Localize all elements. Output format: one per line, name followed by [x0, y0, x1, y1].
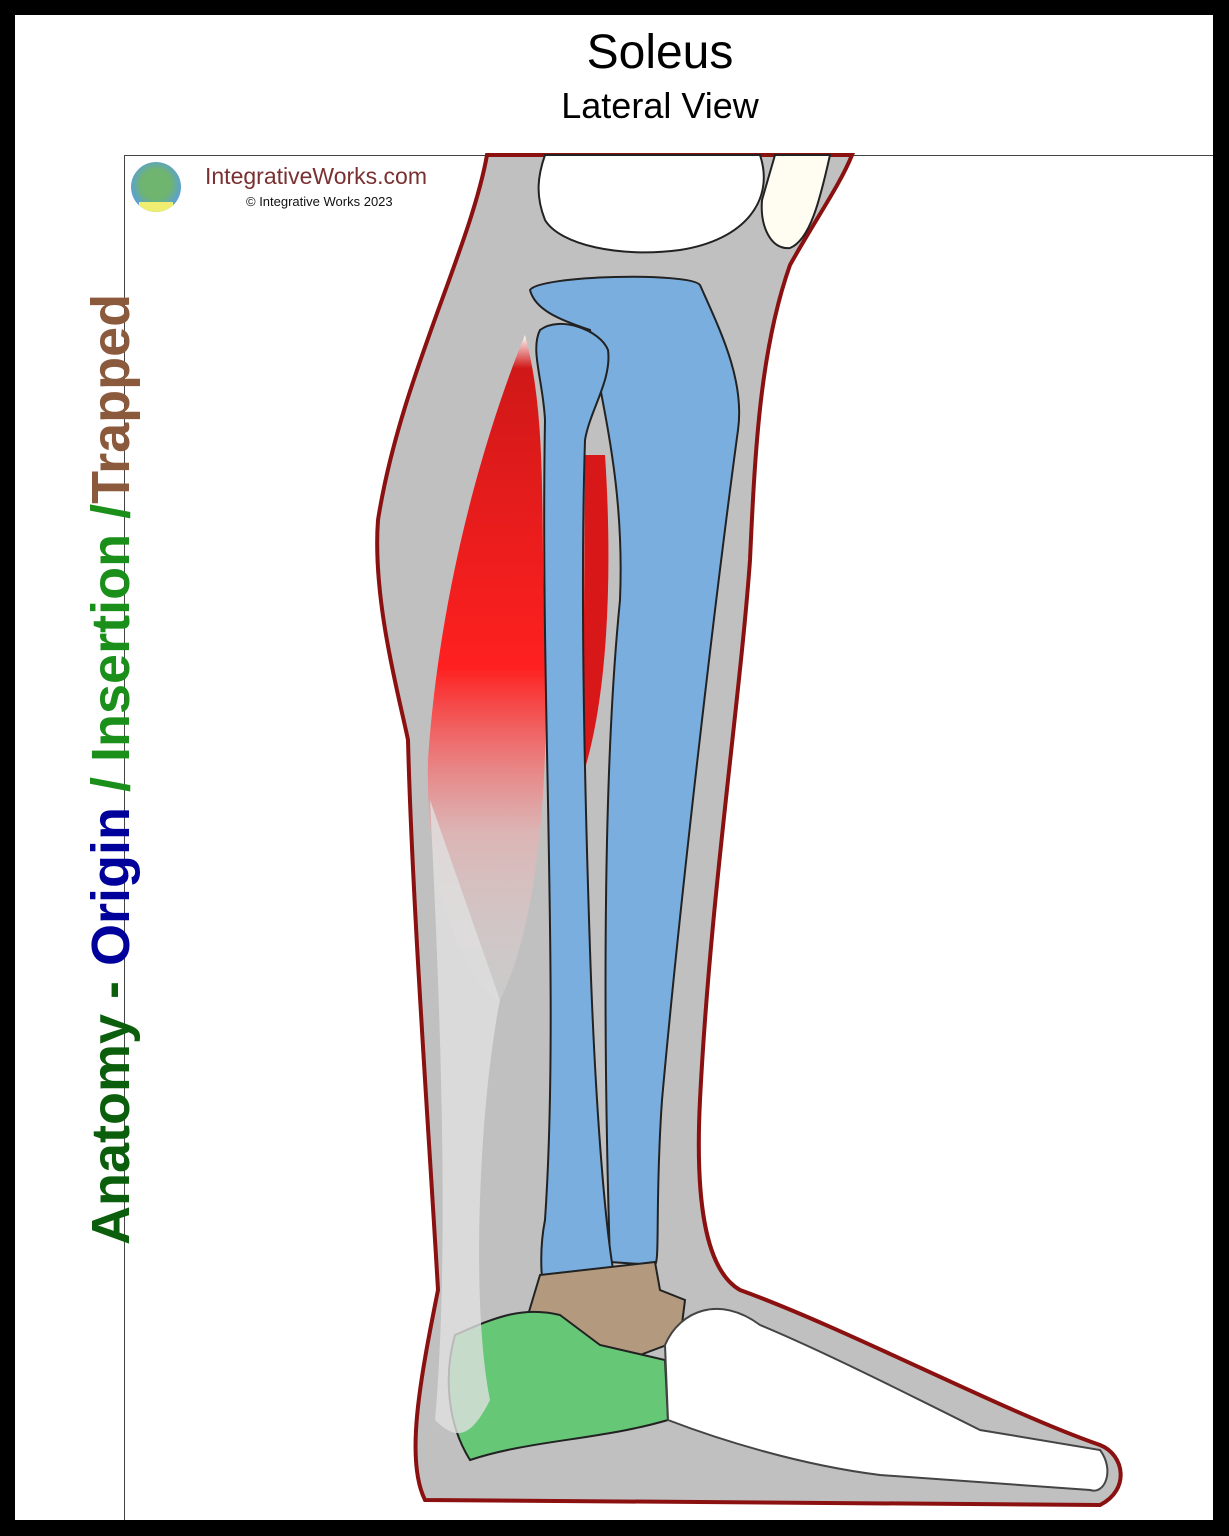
achilles-tendon	[430, 800, 500, 1434]
brand-copyright: © Integrative Works 2023	[246, 194, 393, 209]
femur-condyle	[537, 154, 765, 254]
side-label-origin: Origin	[81, 806, 141, 966]
tibia-bone	[528, 275, 741, 1267]
patella	[760, 154, 832, 250]
side-label-anatomy: Anatomy -	[81, 965, 141, 1245]
diagram-subtitle: Lateral View	[561, 85, 759, 126]
soleus-medial-part	[583, 455, 609, 775]
brand-site: IntegrativeWorks.com	[205, 163, 427, 189]
diagram-title: Soleus	[586, 26, 734, 79]
side-label: Anatomy - Origin / Insertion /Trapped	[80, 294, 142, 1245]
side-label-trapped: Trapped	[81, 293, 141, 504]
foot-bones	[663, 1308, 1109, 1492]
soleus-muscle	[427, 335, 546, 1000]
side-label-insertion: / Insertion /	[81, 503, 141, 807]
logo	[131, 162, 181, 212]
